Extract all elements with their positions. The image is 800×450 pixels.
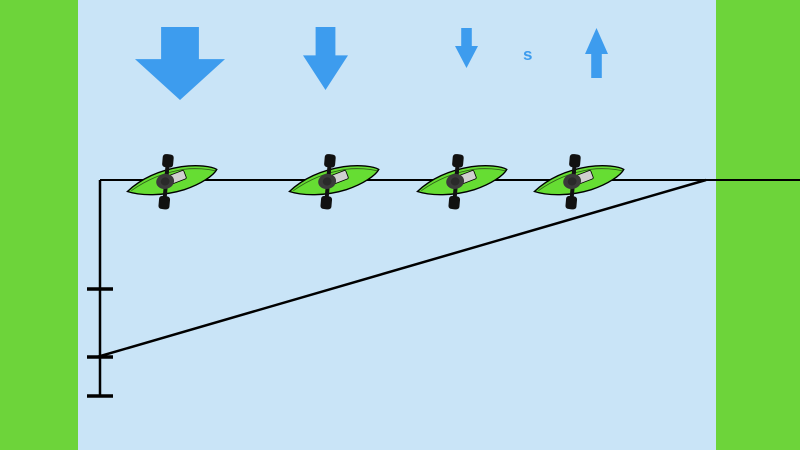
kayak-paddler (563, 173, 582, 190)
kayak-3 (409, 142, 515, 219)
right-bank (716, 0, 800, 450)
kayak-paddler (318, 173, 337, 190)
kayak-4 (526, 142, 632, 219)
kayak-2 (281, 142, 387, 219)
kayak-paddler (446, 173, 465, 190)
current-speed-label: s (523, 45, 533, 64)
kayak-1 (119, 142, 225, 219)
kayak-paddler (156, 173, 175, 190)
diagonal-resultant-line (96, 178, 707, 359)
left-bank (0, 0, 78, 450)
